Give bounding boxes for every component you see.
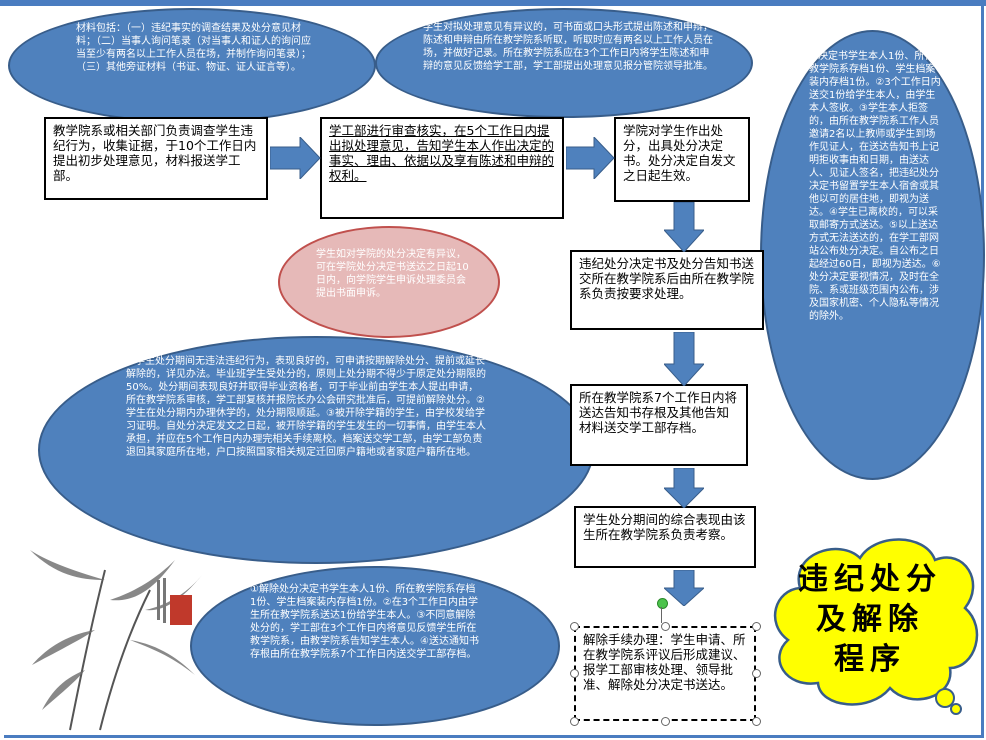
- conduct-text: 学生处分期间的综合表现由该生所在教学院系负责考察。: [583, 512, 746, 542]
- release-proc-box: 解除手续办理：学生申请、所在教学院系评议后形成建议、报学工部审核处理、领导批准、…: [574, 626, 756, 721]
- materials-text: 材料包括：（一）违纪事实的调查结果及处分意见材料；（二）当事人询问笔录（对当事人…: [76, 23, 311, 73]
- title-cloud: [773, 538, 979, 715]
- release-text: ①解除处分决定书学生本人1份、所在教学院系存档1份、学生档案装内存档1份。②在3…: [250, 584, 479, 660]
- delivery-text: ①决定书学生本人1份、所在教学院系存档1份、学生档案装内存档1份。②3个工作日内…: [809, 51, 941, 322]
- release-oval: ①解除处分决定书学生本人1份、所在教学院系存档1份、学生档案装内存档1份。②在3…: [190, 566, 560, 726]
- rotate-handle[interactable]: [657, 598, 668, 609]
- review-text: 学工部进行审查核实，在5个工作日内提出拟处理意见，告知学生本人作出决定的事实、理…: [329, 123, 555, 183]
- page-title: 违纪处分 及解除 程序: [790, 560, 950, 680]
- arrow-right-1: [270, 137, 321, 179]
- selection-handle[interactable]: [661, 717, 670, 726]
- conduct-box: 学生处分期间的综合表现由该生所在教学院系负责考察。: [574, 506, 756, 568]
- appeal-oval: 学生如对学院的处分决定有异议，可在学院处分决定书送达之日起10日内，向学院学生申…: [278, 226, 500, 338]
- bamboo-decoration: [30, 550, 202, 731]
- arrow-down-4: [664, 570, 704, 606]
- selection-handle[interactable]: [752, 622, 761, 631]
- selection-handle[interactable]: [752, 717, 761, 726]
- decision-text: 学院对学生作出处分，出具处分决定书。处分决定自发文之日起生效。: [623, 123, 736, 183]
- during-text: ①学生处分期间无违法违纪行为，表现良好的，可申请按期解除处分、提前或延长解除的，…: [126, 356, 486, 458]
- archive-box: 所在教学院系7个工作日内将送达告知书存根及其他告知材料送交学工部存档。: [570, 384, 748, 466]
- decision-box: 学院对学生作出处分，出具处分决定书。处分决定自发文之日起生效。: [614, 117, 750, 202]
- objection-text: 学生对拟处理意见有异议的，可书面或口头形式提出陈述和申辩，陈述和申辩由所在教学院…: [423, 22, 713, 72]
- selection-handle[interactable]: [570, 622, 579, 631]
- arrow-right-2: [566, 137, 615, 179]
- arrow-down-2: [664, 332, 704, 386]
- title-line-1: 违纪处分: [798, 562, 942, 597]
- investigate-text: 教学院系或相关部门负责调查学生违纪行为，收集证据，于10个工作日内提出初步处理意…: [53, 123, 257, 183]
- investigate-box: 教学院系或相关部门负责调查学生违纪行为，收集证据，于10个工作日内提出初步处理意…: [44, 117, 268, 200]
- arrow-down-1: [664, 202, 704, 252]
- selection-handle[interactable]: [570, 717, 579, 726]
- top-accent-bar: [0, 0, 986, 6]
- selection-handle[interactable]: [661, 622, 670, 631]
- selection-handle[interactable]: [752, 669, 761, 678]
- during-oval: ①学生处分期间无违法违纪行为，表现良好的，可申请按期解除处分、提前或延长解除的，…: [38, 336, 594, 564]
- delivery-oval: ①决定书学生本人1份、所在教学院系存档1份、学生档案装内存档1份。②3个工作日内…: [760, 30, 985, 480]
- notify-text: 违纪处分决定书及处分告知书送交所在教学院系后由所在教学院系负责按要求处理。: [579, 256, 755, 301]
- archive-text: 所在教学院系7个工作日内将送达告知书存根及其他告知材料送交学工部存档。: [579, 390, 737, 435]
- selection-handle[interactable]: [570, 669, 579, 678]
- rotate-handle-stem: [661, 607, 662, 623]
- appeal-text: 学生如对学院的处分决定有异议，可在学院处分决定书送达之日起10日内，向学院学生申…: [316, 249, 469, 299]
- title-line-3: 程序: [834, 642, 906, 677]
- notify-box: 违纪处分决定书及处分告知书送交所在教学院系后由所在教学院系负责按要求处理。: [570, 250, 764, 330]
- review-box: 学工部进行审查核实，在5个工作日内提出拟处理意见，告知学生本人作出决定的事实、理…: [320, 117, 564, 219]
- title-line-2: 及解除: [816, 602, 924, 637]
- arrow-down-3: [664, 468, 704, 508]
- objection-oval: 学生对拟处理意见有异议的，可书面或口头形式提出陈述和申辩，陈述和申辩由所在教学院…: [375, 8, 753, 118]
- materials-oval: 材料包括：（一）违纪事实的调查结果及处分意见材料；（二）当事人询问笔录（对当事人…: [8, 8, 376, 123]
- release-proc-text: 解除手续办理：学生申请、所在教学院系评议后形成建议、报学工部审核处理、领导批准、…: [583, 632, 746, 692]
